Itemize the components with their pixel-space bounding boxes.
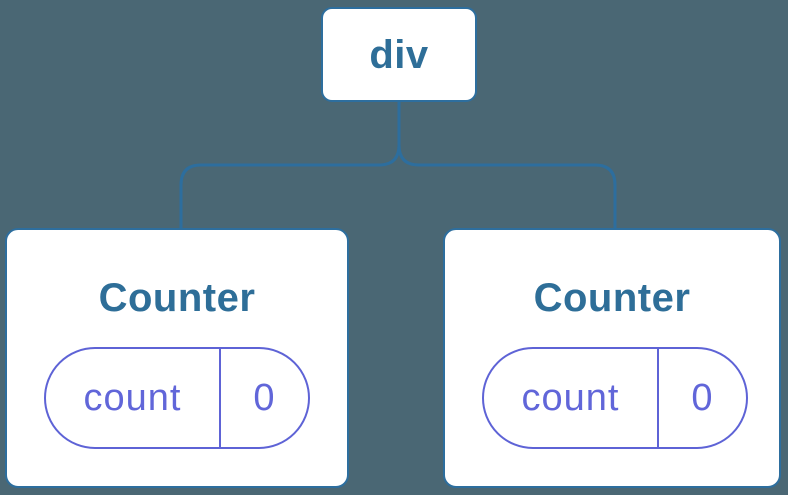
root-node-div: div [321, 7, 477, 102]
counter-node-1-title: Counter [98, 276, 256, 320]
counter-node-2-title: Counter [533, 276, 691, 320]
state-value-label: 0 [691, 377, 714, 419]
state-key-label: count [521, 377, 620, 419]
state-value-cell: 0 [659, 349, 746, 447]
state-value-label: 0 [253, 377, 276, 419]
counter-node-2: Counter count 0 [443, 228, 781, 488]
state-key-cell: count [484, 349, 659, 447]
counter-node-1: Counter count 0 [5, 228, 349, 488]
state-key-cell: count [46, 349, 221, 447]
connector-right-branch [397, 101, 617, 229]
root-node-label: div [369, 32, 429, 77]
state-key-label: count [83, 377, 182, 419]
counter-node-2-state-pill: count 0 [482, 347, 748, 449]
connector-left-branch [179, 101, 401, 229]
state-value-cell: 0 [221, 349, 308, 447]
counter-node-1-state-pill: count 0 [44, 347, 310, 449]
